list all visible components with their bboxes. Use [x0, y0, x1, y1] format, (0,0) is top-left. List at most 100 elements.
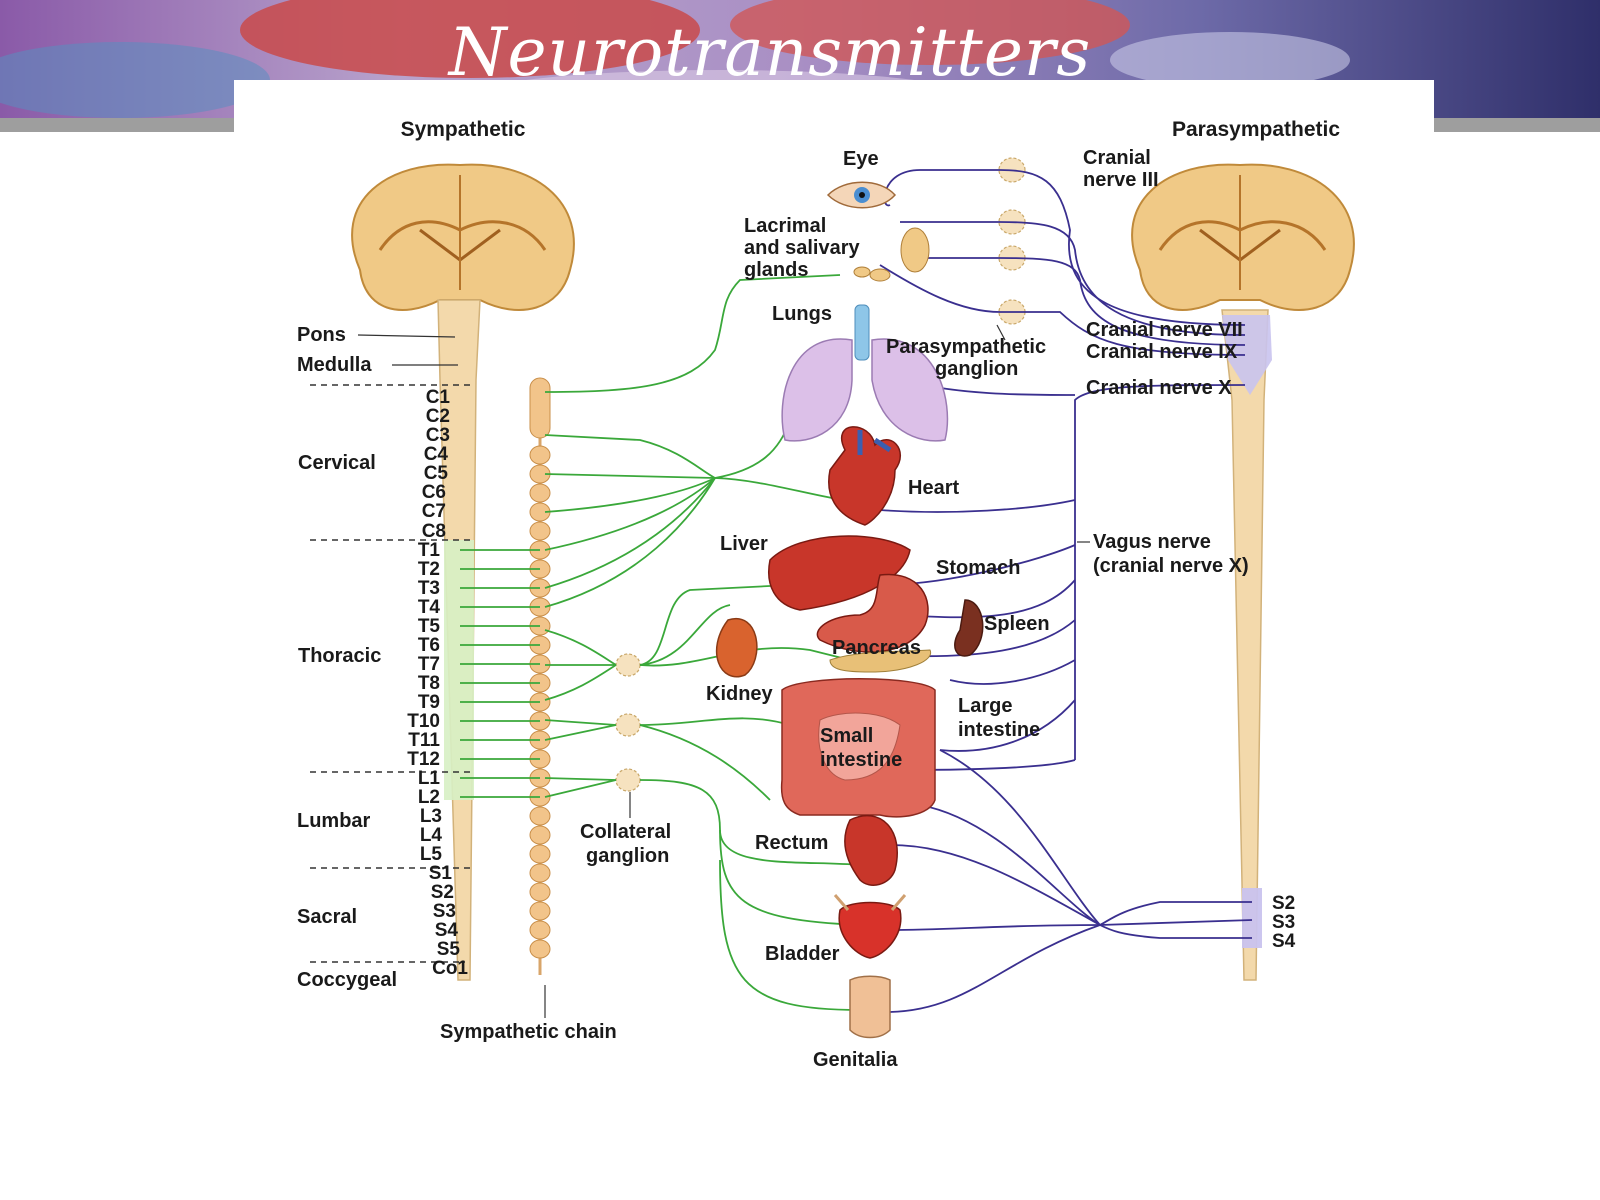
segment-label: T4: [418, 597, 441, 618]
segment-label: T1: [418, 540, 441, 561]
sacral-para-label-s4: S4: [1272, 931, 1296, 952]
sacral-label: Sacral: [297, 906, 357, 928]
sympathetic-header: Sympathetic: [401, 118, 526, 141]
segment-label: T3: [418, 578, 440, 599]
cranial-nerve-7-label: Cranial nerve VII: [1086, 319, 1243, 341]
segment-label: L2: [418, 787, 440, 808]
right-brain-illustration: [1131, 163, 1355, 311]
segment-label: S3: [433, 901, 456, 922]
heart-label: Heart: [908, 477, 959, 499]
large-intestine-label-1: Large: [958, 695, 1012, 717]
pons-label: Pons: [297, 324, 346, 346]
kidney-illustration: [715, 617, 758, 678]
stomach-label: Stomach: [936, 557, 1020, 579]
segment-label: T7: [418, 654, 440, 675]
bladder-illustration: [833, 894, 907, 959]
kidney-label: Kidney: [706, 683, 774, 705]
parasympathetic-ganglion-label-2: ganglion: [935, 358, 1018, 380]
large-intestine-label-2: intestine: [958, 719, 1040, 741]
lungs-label: Lungs: [772, 303, 832, 325]
lumbar-label: Lumbar: [297, 810, 371, 832]
segment-label: L4: [420, 825, 443, 846]
stomach-illustration: [816, 573, 929, 653]
left-brain-illustration: [351, 163, 575, 311]
blood-cell-shape: [730, 0, 1130, 65]
segment-label: C3: [426, 425, 450, 446]
collateral-ganglion-label-2: ganglion: [586, 845, 669, 867]
vagus-nerve-label-2: (cranial nerve X): [1093, 555, 1249, 577]
glands-label: glands: [744, 259, 808, 281]
segment-labels: C1 C2 C3 C4 C5 C6 C7 C8 T1 T2 T3 T4 T5 T…: [407, 387, 468, 979]
genitalia-illustration: [849, 975, 891, 1039]
thoracolumbar-outflow: [444, 540, 474, 800]
segment-label: T5: [418, 616, 441, 637]
thoracic-label: Thoracic: [298, 645, 381, 667]
intestines-illustration: [780, 678, 936, 818]
eye-illustration: [826, 181, 897, 209]
segment-label: S5: [437, 939, 461, 960]
cranial-nerve-3-label-1: Cranial: [1083, 147, 1151, 169]
liver-label: Liver: [720, 533, 768, 555]
segment-label: C2: [426, 406, 450, 427]
salivary-label: and salivary: [744, 237, 861, 259]
segment-label: C7: [422, 501, 446, 522]
pancreas-illustration: [829, 649, 932, 673]
heart-illustration: [828, 426, 902, 526]
segment-label: C5: [424, 463, 449, 484]
sacral-craniosacral-outflow: [1242, 888, 1262, 948]
rectum-label: Rectum: [755, 832, 828, 854]
segment-label: Co1: [432, 958, 468, 979]
small-intestine-label-2: intestine: [820, 749, 902, 771]
sympathetic-chain-label: Sympathetic chain: [440, 1021, 617, 1043]
collateral-ganglia: [615, 653, 641, 792]
vagus-nerve-label-1: Vagus nerve: [1093, 531, 1211, 553]
sacral-para-label-s3: S3: [1272, 912, 1295, 933]
segment-label: T10: [407, 711, 440, 732]
eye-label: Eye: [843, 148, 879, 170]
parasympathetic-ganglia: [998, 157, 1026, 325]
parasympathetic-header: Parasympathetic: [1172, 118, 1340, 141]
segment-label: T11: [408, 730, 440, 751]
blood-cell-shape: [240, 0, 700, 78]
parasympathetic-ganglion-label-1: Parasympathetic: [886, 336, 1046, 358]
sympathetic-chain: [529, 377, 551, 975]
small-intestine-label-1: Small: [820, 725, 873, 747]
bladder-label: Bladder: [765, 943, 840, 965]
segment-label: T2: [418, 559, 440, 580]
segment-label: T6: [418, 635, 440, 656]
spleen-label: Spleen: [984, 613, 1050, 635]
pancreas-label: Pancreas: [832, 637, 921, 659]
cervical-label: Cervical: [298, 452, 376, 474]
cranial-nerve-9-label: Cranial nerve IX: [1086, 341, 1238, 363]
right-spinal-cord: [1221, 309, 1269, 981]
segment-label: S1: [429, 863, 453, 884]
cranial-nerve-3-label-2: nerve III: [1083, 169, 1159, 191]
salivary-glands-illustration: [853, 227, 930, 282]
segment-label: T8: [418, 673, 440, 694]
blood-cell-shape: [1110, 32, 1350, 88]
genitalia-label: Genitalia: [813, 1049, 898, 1071]
segment-label: C4: [424, 444, 449, 465]
segment-label: C1: [426, 387, 451, 408]
segment-label: T12: [407, 749, 440, 770]
segment-label: C8: [422, 521, 446, 542]
sacral-para-label-s2: S2: [1272, 893, 1295, 914]
spleen-illustration: [954, 599, 984, 657]
slide-title: Neurotransmitters: [448, 14, 1092, 91]
segment-label: L5: [420, 844, 443, 865]
rectum-illustration: [844, 814, 898, 886]
collateral-ganglion-label-1: Collateral: [580, 821, 671, 843]
medulla-label: Medulla: [297, 354, 372, 376]
segment-label: L3: [420, 806, 442, 827]
segment-label: T9: [418, 692, 440, 713]
lacrimal-label: Lacrimal: [744, 215, 826, 237]
segment-label: S4: [435, 920, 459, 941]
region-dividers: [310, 384, 475, 963]
coccygeal-label: Coccygeal: [297, 969, 397, 991]
segment-label: C6: [422, 482, 446, 503]
blood-cell-shape: [0, 42, 270, 118]
lungs-illustration: [781, 304, 949, 442]
segment-label: L1: [418, 768, 441, 789]
cranial-nerve-10-label: Cranial nerve X: [1086, 377, 1232, 399]
